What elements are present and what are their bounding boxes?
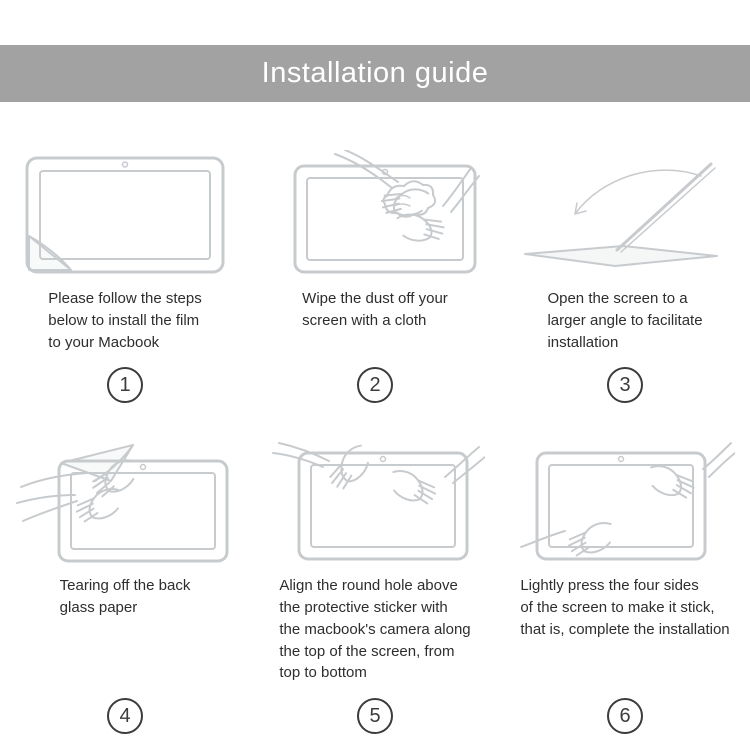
hands-tearing-backing-illustration [10, 435, 240, 567]
step-number-badge: 1 [107, 353, 143, 409]
steps-grid: Please follow the steps below to install… [0, 102, 750, 740]
step-number-badge: 4 [107, 684, 143, 740]
laptop-opened-wide-illustration [510, 148, 740, 280]
step-caption: Lightly press the four sides of the scre… [520, 577, 730, 638]
step-4: Tearing off the back glass paper 4 [0, 435, 250, 740]
step-number: 4 [107, 698, 143, 734]
step-6: Lightly press the four sides of the scre… [500, 435, 750, 740]
hands-aligning-film-illustration [260, 435, 490, 567]
step-caption: Wipe the dust off your screen with a clo… [302, 290, 448, 329]
step-number-badge: 3 [607, 353, 643, 409]
step-5: Align the round hole above the protectiv… [250, 435, 500, 740]
step-number-badge: 5 [357, 684, 393, 740]
step-number: 3 [607, 367, 643, 404]
step-3: Open the screen to a larger angle to fac… [500, 148, 750, 409]
hands-pressing-edges-illustration [510, 435, 740, 567]
step-number-badge: 6 [607, 684, 643, 740]
installation-guide-header: Installation guide [0, 45, 750, 102]
step-caption: Tearing off the back glass paper [59, 577, 191, 616]
step-2: Wipe the dust off your screen with a clo… [250, 148, 500, 409]
step-number: 5 [357, 698, 393, 734]
step-number-badge: 2 [357, 353, 393, 409]
step-1: Please follow the steps below to install… [0, 148, 250, 409]
step-number: 1 [107, 367, 143, 404]
step-caption: Please follow the steps below to install… [48, 290, 202, 351]
step-caption: Align the round hole above the protectiv… [279, 577, 471, 682]
step-number: 6 [607, 698, 643, 734]
hands-wiping-screen-illustration [260, 148, 490, 280]
step-caption: Open the screen to a larger angle to fac… [547, 290, 703, 351]
macbook-with-film-peeling-illustration [10, 148, 240, 280]
step-number: 2 [357, 367, 393, 404]
page-title: Installation guide [261, 57, 489, 89]
